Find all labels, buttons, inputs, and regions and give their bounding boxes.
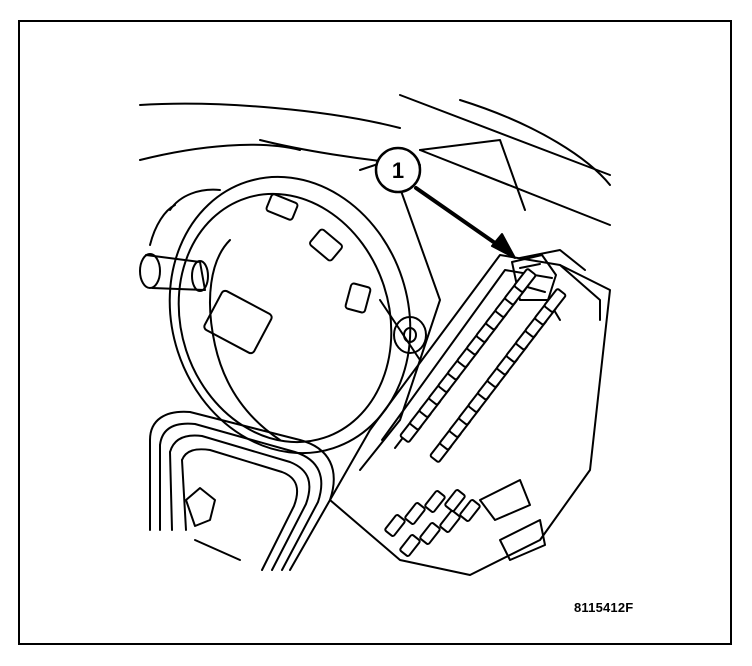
fuse <box>439 510 461 533</box>
cowl-panel-lines <box>139 94 611 226</box>
fuse <box>384 514 406 537</box>
fuse <box>424 490 446 513</box>
fuse <box>459 499 481 522</box>
figure-code: 8115412F <box>574 600 634 615</box>
figure-frame <box>18 20 732 645</box>
relay-group <box>479 479 546 561</box>
fuse <box>444 489 466 512</box>
wiring-harness <box>149 410 335 571</box>
callout-1-number: 1 <box>392 158 404 183</box>
fuse <box>399 534 421 557</box>
callout-1-leader <box>414 186 516 259</box>
fuse <box>404 502 426 525</box>
fuse <box>543 288 567 313</box>
fuse <box>419 522 441 545</box>
fuse-array <box>384 268 567 557</box>
brake-booster <box>139 175 412 455</box>
callout-1-bubble: 1 <box>374 146 422 194</box>
fuse <box>513 268 537 293</box>
